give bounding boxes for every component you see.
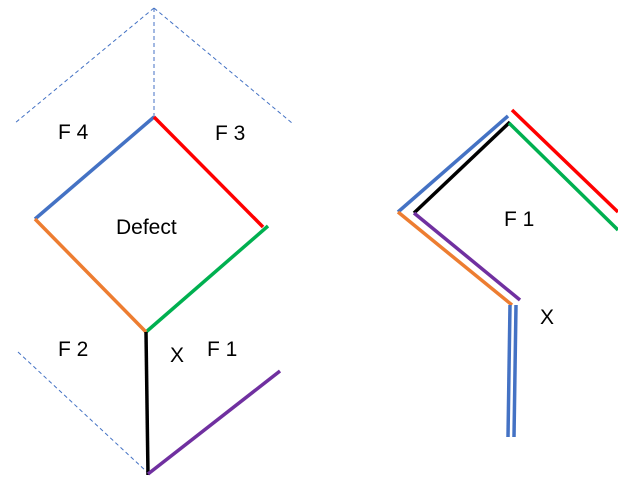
edge-black	[412, 120, 512, 215]
label-defect: Defect	[116, 216, 177, 239]
edge-purple	[412, 211, 522, 302]
edge-green	[144, 224, 270, 334]
edge-blue-double-a	[506, 304, 512, 438]
defect-square	[33, 115, 282, 476]
edge-orange	[396, 210, 514, 307]
label-f1-left: F 1	[207, 338, 237, 361]
rotated-flap	[396, 108, 618, 438]
dashed-guide-upper-left	[14, 7, 155, 124]
edge-blue	[396, 114, 510, 214]
label-f3: F 3	[215, 122, 245, 145]
edge-green	[507, 121, 618, 232]
edge-red	[510, 108, 618, 214]
edge-purple	[146, 369, 282, 476]
edge-blue	[33, 115, 156, 221]
edge-orange	[33, 217, 148, 334]
label-x-right: X	[540, 306, 554, 329]
edge-red	[152, 115, 265, 229]
dashed-guide-upper-right	[153, 7, 293, 124]
label-x-left: X	[170, 344, 184, 367]
dashed-guide-lower	[17, 351, 148, 473]
label-f1-right: F 1	[504, 208, 534, 231]
label-f2: F 2	[58, 338, 88, 361]
edge-blue-double-b	[512, 304, 518, 438]
edge-black	[144, 331, 150, 476]
dashed-guides	[14, 7, 293, 473]
label-f4: F 4	[58, 121, 89, 144]
